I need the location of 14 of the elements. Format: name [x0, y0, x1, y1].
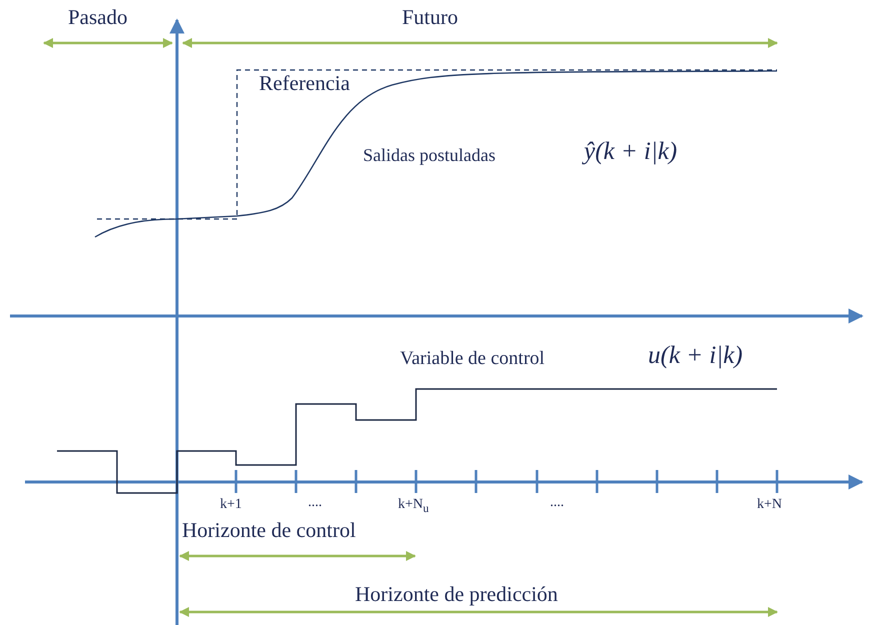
- curve-label: Variable de control: [400, 349, 545, 370]
- curve-label: Salidas postuladas: [363, 146, 496, 166]
- tick-label: ....: [550, 495, 564, 510]
- horizon-label: Horizonte de predicción: [355, 583, 558, 606]
- curve-label: Referencia: [259, 72, 350, 96]
- tick-label: k+N: [757, 497, 782, 512]
- math-expression: u(k + i|k): [648, 342, 743, 370]
- tick-label: k+1: [220, 497, 242, 512]
- horizon-label: Horizonte de control: [182, 519, 356, 542]
- tick-label: k+N$_{u}$: [398, 497, 429, 516]
- tick-label: ....: [308, 495, 322, 510]
- period-label: Futuro: [402, 6, 458, 30]
- period-label: Pasado: [68, 6, 128, 30]
- math-expression: ŷ(k + i|k): [584, 138, 678, 166]
